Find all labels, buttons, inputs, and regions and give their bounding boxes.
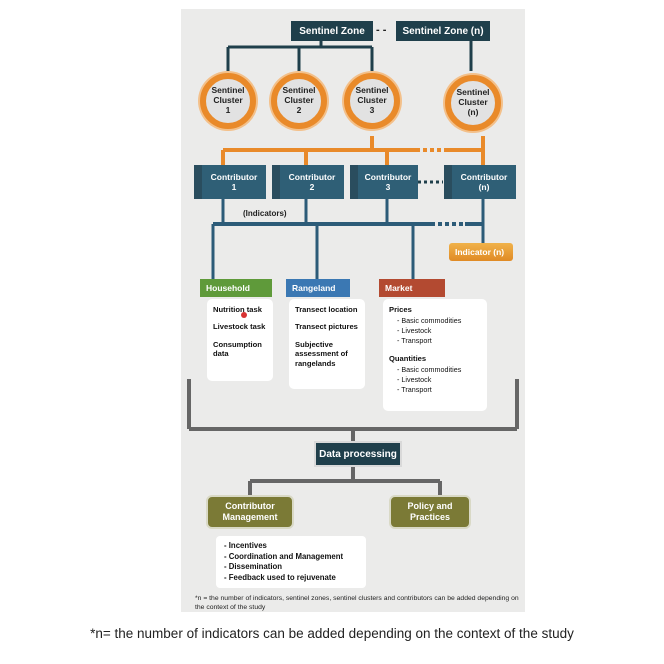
list-item: Subjective assessment of rangelands — [295, 339, 348, 368]
list-item: - Dissemination — [224, 562, 283, 572]
prices-title: Prices — [389, 305, 412, 314]
connector-lines — [187, 40, 519, 495]
household-header: Household — [200, 279, 272, 297]
contributor-1: Contributor 1 — [194, 165, 266, 199]
red-marker-dot — [241, 312, 247, 318]
contributor-number: 2 — [309, 182, 315, 192]
list-item: Consumption data — [213, 339, 262, 359]
contributor-number: 3 — [385, 182, 391, 192]
cluster-number: (n) — [467, 106, 479, 117]
cluster-label: Sentinel — [211, 85, 245, 96]
list-item: Transect location — [295, 305, 358, 314]
sentinel-cluster-3: Sentinel Cluster 3 — [344, 73, 400, 129]
figure-caption: *n= the number of indicators can be adde… — [90, 626, 574, 641]
contributor-label: Contributor — [460, 171, 508, 182]
sentinel-cluster-1: Sentinel Cluster 1 — [200, 73, 256, 129]
cluster-label: Cluster — [213, 95, 243, 106]
contributor-3: Contributor 3 — [350, 165, 418, 199]
household-card: Nutrition task Livestock task Consumptio… — [207, 299, 273, 381]
contributor-label: Contributor — [364, 171, 412, 182]
contributor-number: (n) — [478, 182, 490, 192]
policy-practices-box: Policy and Practices — [389, 495, 471, 529]
market-card: Prices - Basic commodities - Livestock -… — [383, 299, 487, 411]
list-item: Nutrition task — [213, 305, 262, 314]
list-item: - Basic commodities — [397, 365, 462, 375]
cluster-label: Sentinel — [456, 87, 490, 98]
cluster-label: Sentinel — [355, 85, 389, 96]
list-item: - Feedback used to rejuvenate — [224, 572, 336, 582]
rangeland-header: Rangeland — [286, 279, 350, 297]
cluster-label: Cluster — [284, 95, 314, 106]
cluster-label: Cluster — [458, 97, 488, 108]
list-item: - Coordination and Management — [224, 551, 344, 561]
list-item: - Transport — [397, 335, 432, 345]
management-list: - Incentives - Coordination and Manageme… — [216, 536, 366, 589]
sentinel-cluster-2: Sentinel Cluster 2 — [271, 73, 327, 129]
indicators-label: (Indicators) — [243, 209, 287, 218]
contributor-number: 1 — [231, 182, 237, 192]
data-processing-box: Data processing — [314, 441, 402, 467]
contributor-label: Contributor — [210, 171, 258, 182]
contributor-n: Contributor (n) — [444, 165, 516, 199]
market-header: Market — [379, 279, 445, 297]
quantities-title: Quantities — [389, 353, 427, 363]
sentinel-zone-box: Sentinel Zone — [291, 21, 373, 41]
list-item: - Livestock — [397, 326, 432, 336]
sentinel-zone-n-box: Sentinel Zone (n) — [396, 21, 490, 41]
rangeland-card: Transect location Transect pictures Subj… — [289, 299, 365, 389]
contributor-management-box: Contributor Management — [206, 495, 294, 529]
sentinel-cluster-n: Sentinel Cluster (n) — [445, 75, 501, 131]
list-item: - Transport — [397, 384, 432, 394]
cluster-label: Cluster — [357, 95, 387, 106]
diagram-panel: Sentinel Zone - - Sentinel Zone (n) Sent… — [181, 9, 525, 612]
cluster-label: Sentinel — [282, 85, 316, 96]
zone-dash-connector: - - — [376, 24, 387, 36]
list-item: Livestock task — [213, 322, 266, 332]
footnote: *n = the number of indicators, sentinel … — [195, 595, 519, 611]
cluster-number: 3 — [369, 104, 375, 115]
list-item: Transect pictures — [295, 322, 358, 332]
cluster-number: 2 — [296, 104, 302, 115]
list-item: - Livestock — [397, 374, 432, 384]
contributor-label: Contributor — [288, 171, 336, 182]
list-item: - Incentives — [224, 541, 267, 550]
cluster-number: 1 — [225, 104, 231, 115]
list-item: - Basic commodities — [397, 316, 462, 326]
indicator-n-box: Indicator (n) — [449, 243, 513, 261]
contributor-2: Contributor 2 — [272, 165, 344, 199]
